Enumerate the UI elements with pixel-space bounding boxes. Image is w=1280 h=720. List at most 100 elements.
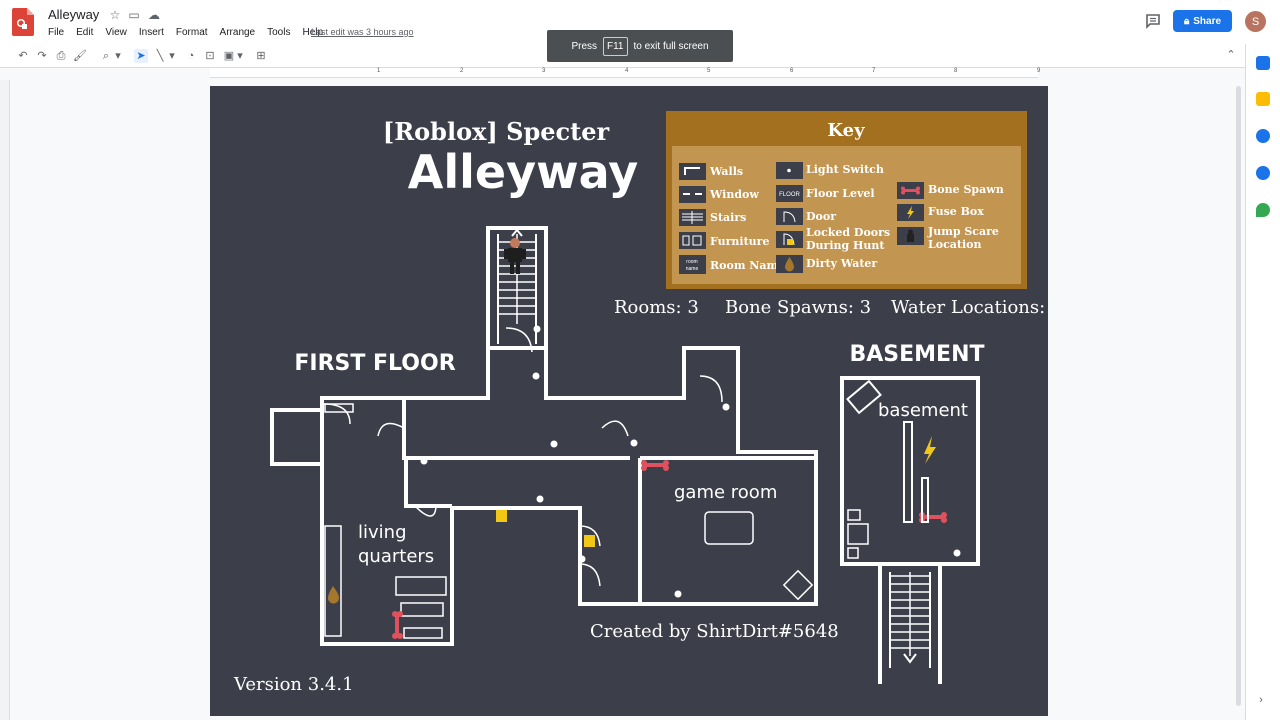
side-panel	[1245, 44, 1280, 720]
key-room-name: Room Name	[710, 259, 785, 272]
image-dropdown-icon[interactable]: ▾	[237, 50, 243, 62]
room-name-icon	[679, 255, 706, 274]
menu-file[interactable]: File	[48, 27, 65, 38]
last-edit-link[interactable]: Last edit was 3 hours ago	[311, 27, 414, 37]
room-label-living: living	[358, 522, 407, 543]
door-icon	[776, 208, 803, 225]
ruler-mark: 4	[625, 68, 629, 74]
stairwell	[486, 226, 548, 350]
menu-tools[interactable]: Tools	[267, 27, 291, 38]
credit-text: Created by ShirtDirt#5648	[590, 621, 839, 642]
light-switches	[420, 325, 961, 598]
paint-format-icon[interactable]: 🖌︎	[73, 50, 87, 62]
slide-canvas[interactable]: [Roblox] Specter Alleyway Key Walls Wind…	[210, 86, 1048, 716]
key-window: Window	[709, 188, 759, 201]
key-bone-spawn: Bone Spawn	[928, 183, 1004, 196]
menu-edit[interactable]: Edit	[76, 27, 94, 38]
move-to-folder-icon[interactable]: ▭	[128, 8, 140, 22]
map-title: Alleyway	[408, 145, 638, 199]
menu-view[interactable]: View	[105, 27, 127, 38]
stat-bone-spawns: Bone Spawns: 3	[725, 297, 871, 318]
maps-icon[interactable]	[1256, 203, 1270, 217]
basement-map	[840, 376, 980, 684]
basement-title: BASEMENT	[849, 342, 984, 367]
shape-tool-icon[interactable]: ◔	[187, 50, 195, 62]
share-label: Share	[1193, 15, 1222, 27]
zoom-dropdown-icon[interactable]: ▾	[115, 50, 121, 62]
ruler-mark: 5	[707, 68, 711, 74]
calendar-icon[interactable]	[1256, 56, 1270, 70]
star-icon[interactable]: ☆	[109, 8, 121, 22]
ruler-mark: 3	[542, 68, 546, 74]
room-name-icon-text-1: room	[686, 259, 697, 265]
share-button[interactable]: 🔒︎ Share	[1173, 10, 1232, 32]
floor-level-icon-text: FLOOR	[779, 192, 800, 198]
key-light-switch: Light Switch	[806, 163, 884, 176]
text-box-icon[interactable]: ⊡	[205, 50, 215, 62]
keep-icon[interactable]	[1256, 92, 1270, 106]
slide-svg: [Roblox] Specter Alleyway Key Walls Wind…	[210, 86, 1048, 716]
key-floor-level: Floor Level	[806, 187, 875, 200]
undo-icon[interactable]: ↶	[18, 50, 28, 62]
menu-arrange[interactable]: Arrange	[219, 27, 256, 38]
account-avatar[interactable]: S	[1245, 11, 1266, 32]
zoom-icon[interactable]: ⌕	[102, 50, 110, 62]
image-icon[interactable]: ▣	[223, 50, 235, 62]
vertical-scrollbar[interactable]	[1236, 86, 1241, 706]
tasks-icon[interactable]	[1256, 129, 1270, 143]
toast-after: to exit full screen	[633, 40, 709, 52]
floor-level-icon	[776, 185, 803, 202]
cloud-saved-icon[interactable]: ☁	[148, 8, 160, 22]
version-text: Version 3.4.1	[233, 674, 354, 695]
ruler-mark: 9	[1037, 68, 1041, 74]
line-tool-icon[interactable]: ╲	[156, 50, 164, 62]
document-title[interactable]: Alleyway	[48, 7, 100, 22]
slides-logo-icon[interactable]	[12, 8, 34, 36]
vertical-ruler[interactable]	[0, 80, 10, 720]
dirty-water-marker	[328, 586, 339, 604]
menu-bar: File Edit View Insert Format Arrange Too…	[42, 25, 329, 40]
contacts-icon[interactable]	[1256, 166, 1270, 180]
line-dropdown-icon[interactable]: ▾	[169, 50, 175, 62]
key-location: Location	[928, 238, 982, 251]
legend-key: Key Walls Window Stairs Furniture	[666, 111, 1027, 289]
jump-scare-figure	[504, 228, 526, 274]
key-dirty-water: Dirty Water	[806, 257, 877, 270]
expand-side-panel-icon[interactable]: ›	[1259, 694, 1263, 706]
key-fuse-box: Fuse Box	[928, 205, 984, 218]
print-icon[interactable]: ⎙	[56, 50, 66, 62]
key-title: Key	[827, 120, 865, 141]
first-floor-map	[270, 226, 818, 646]
key-door: Door	[806, 210, 836, 223]
select-cursor-icon[interactable]: ➤	[134, 49, 148, 63]
ruler-mark: 2	[460, 68, 464, 74]
key-during-hunt: During Hunt	[806, 239, 885, 252]
key-locked-doors: Locked Doors	[806, 226, 890, 239]
menu-insert[interactable]: Insert	[138, 27, 164, 38]
locked-door-marker	[584, 535, 595, 547]
key-jump-scare: Jump Scare	[927, 225, 999, 238]
comment-icon[interactable]: ⊞	[256, 50, 266, 62]
room-label-quarters: quarters	[358, 546, 434, 567]
slide-header: [Roblox] Specter	[383, 117, 610, 146]
key-walls: Walls	[709, 165, 743, 178]
lock-icon: 🔒︎	[1183, 15, 1190, 27]
ruler-mark: 6	[790, 68, 794, 74]
first-floor-title: FIRST FLOOR	[294, 351, 455, 376]
comment-history-icon[interactable]	[1144, 12, 1162, 30]
menu-help[interactable]: Help	[302, 27, 324, 38]
menu-format[interactable]: Format	[175, 27, 208, 38]
collapse-menus-icon[interactable]: ⌃	[1226, 49, 1236, 61]
locked-door-marker	[496, 510, 507, 522]
redo-icon[interactable]: ↷	[37, 50, 47, 62]
room-label-basement: basement	[878, 400, 968, 421]
ruler-mark: 1	[377, 68, 381, 74]
room-label-game-room: game room	[674, 482, 777, 503]
stat-rooms: Rooms: 3	[614, 297, 699, 318]
key-furniture: Furniture	[710, 235, 769, 248]
ruler-mark: 8	[954, 68, 958, 74]
toast-key: F11	[603, 36, 628, 56]
key-stairs: Stairs	[710, 211, 746, 224]
horizontal-ruler[interactable]: 1 2 3 4 5 6 7 8 9	[210, 68, 1041, 78]
